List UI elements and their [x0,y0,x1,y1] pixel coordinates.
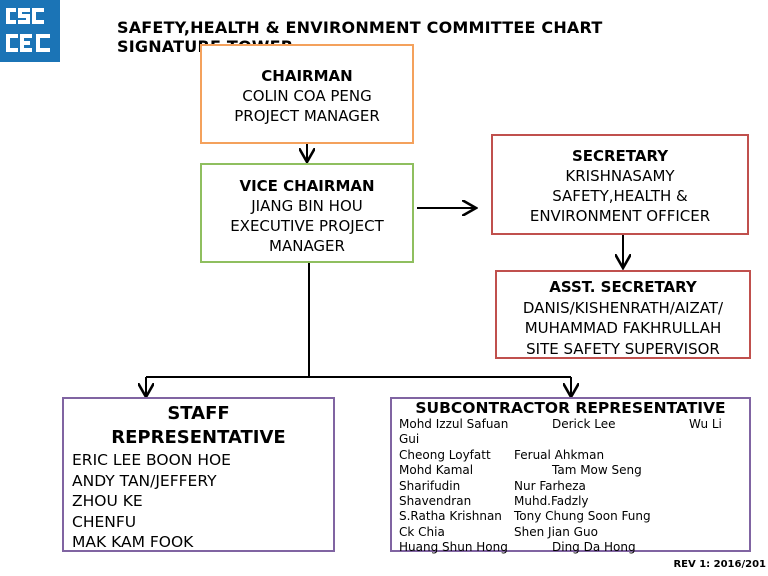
chairman-role: PROJECT MANAGER [234,107,380,125]
chairman-box: CHAIRMAN COLIN COA PENG PROJECT MANAGER [200,44,414,144]
subcontractor-member-list: Mohd Izzul Safuan Derick Lee Wu Li Gui C… [392,417,749,556]
subcontractor-row: Huang Shun Hong Ding Da Hong [392,540,749,555]
vice-chairman-box: VICE CHAIRMAN JIANG BIN HOU EXECUTIVE PR… [200,163,414,263]
staff-heading-line-1: STAFF [167,403,230,424]
subcontractor-member: Sharifudin [399,478,461,493]
subcontractor-representative-box: SUBCONTRACTOR REPRESENTATIVE Mohd Izzul … [390,397,751,554]
subcontractor-member: Cheong Loyfatt [399,447,491,462]
asst-secretary-names-line-2: MUHAMMAD FAKHRULLAH [524,319,722,337]
vice-chairman-name: JIANG BIN HOU [251,197,363,215]
staff-member-list: ERIC LEE BOON HOE ANDY TAN/JEFFERY ZHOU … [64,450,333,553]
staff-member: ZHOU KE [72,492,143,511]
secretary-box: SECRETARY KRISHNASAMY SAFETY,HEALTH & EN… [491,134,749,235]
subcontractor-row: Mohd Kamal Tam Mow Seng [392,463,749,478]
asst-secretary-heading: ASST. SECRETARY [549,278,697,296]
subcontractor-row: S.Ratha Krishnan Tony Chung Soon Fung [392,509,749,524]
chairman-heading: CHAIRMAN [261,67,353,85]
revision-label: REV 1: 2016/201 [673,559,766,570]
subcontractor-row: Gui [392,432,749,447]
subcontractor-row: Shavendran Muhd.Fadzly [392,494,749,509]
subcontractor-heading: SUBCONTRACTOR REPRESENTATIVE [415,399,726,417]
staff-heading: STAFF REPRESENTATIVE [64,399,333,450]
asst-secretary-names-line-1: DANIS/KISHENRATH/AIZAT/ [522,298,724,317]
subcontractor-member: Ding Da Hong [552,540,636,555]
subcontractor-row: Ck Chia Shen Jian Guo [392,525,749,540]
staff-member: ANDY TAN/JEFFERY [72,471,217,490]
secretary-role-line-1: SAFETY,HEALTH & [552,187,688,205]
vice-chairman-role-line-1: EXECUTIVE PROJECT [230,217,384,235]
asst-secretary-role: SITE SAFETY SUPERVISOR [526,339,720,358]
subcontractor-member: Shen Jian Guo [514,524,598,539]
staff-representative-box: STAFF REPRESENTATIVE ERIC LEE BOON HOE A… [62,397,335,552]
subcontractor-member: Wu Li [689,417,722,431]
subcontractor-member: Nur Farheza [514,478,586,493]
subcontractor-member: Tam Mow Seng [552,463,642,478]
subcontractor-member: S.Ratha Krishnan [399,509,502,524]
subcontractor-row: Mohd Izzul Safuan Derick Lee Wu Li [392,417,749,432]
staff-member: ERIC LEE BOON HOE [72,451,231,469]
staff-member: MAK KAM FOOK [72,533,194,552]
chairman-name: COLIN COA PENG [242,87,372,105]
subcontractor-row: Sharifudin Nur Farheza [392,479,749,494]
staff-member: CHENFU [72,512,137,531]
subcontractor-member: Gui [399,432,420,447]
vice-chairman-heading: VICE CHAIRMAN [239,177,375,195]
subcontractor-member: Huang Shun Hong [399,540,508,555]
secretary-name: KRISHNASAMY [565,167,675,185]
subcontractor-member: Shavendran [399,493,472,508]
secretary-role-line-2: ENVIRONMENT OFFICER [529,207,711,225]
company-logo [0,0,60,62]
subcontractor-member: Muhd.Fadzly [514,493,589,508]
cscec-logo-icon [6,8,50,52]
subcontractor-member: Mohd Izzul Safuan [399,417,509,431]
subcontractor-member: Mohd Kamal [399,463,474,478]
subcontractor-member: Derick Lee [552,417,616,431]
secretary-heading: SECRETARY [571,147,669,165]
subcontractor-row: Cheong Loyfatt Ferual Ahkman [392,448,749,463]
vice-chairman-role-line-2: MANAGER [269,237,345,255]
subcontractor-member: Tony Chung Soon Fung [514,509,651,524]
asst-secretary-box: ASST. SECRETARY DANIS/KISHENRATH/AIZAT/ … [495,270,751,359]
subcontractor-member: Ferual Ahkman [514,447,605,462]
subcontractor-member: Ck Chia [399,524,445,539]
staff-heading-line-2: REPRESENTATIVE [111,427,286,448]
title-line-1: SAFETY,HEALTH & ENVIRONMENT COMMITTEE CH… [117,18,603,37]
